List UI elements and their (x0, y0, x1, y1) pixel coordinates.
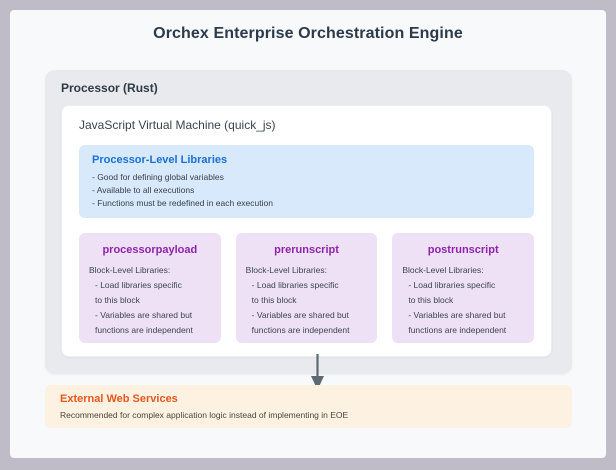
block-note: Block-Level Libraries: (89, 265, 171, 275)
library-note: - Functions must be redefined in each ex… (92, 198, 273, 208)
block-row: processorpayload Block-Level Libraries: … (79, 233, 535, 343)
external-web-services-box: External Web Services Recommended for co… (45, 385, 572, 428)
jsvm-label: JavaScript Virtual Machine (quick_js) (79, 118, 276, 132)
down-arrow-icon (311, 354, 324, 390)
block-processorpayload: processorpayload Block-Level Libraries: … (79, 233, 221, 343)
block-note: Block-Level Libraries: (402, 265, 484, 275)
block-note: functions are independent (408, 325, 507, 335)
block-note: - Load libraries specific (408, 280, 496, 290)
block-note: - Variables are shared but (251, 310, 349, 320)
page-title: Orchex Enterprise Orchestration Engine (153, 25, 463, 42)
external-web-services-title: External Web Services (60, 393, 178, 405)
block-note: functions are independent (251, 325, 350, 335)
processor-box: Processor (Rust) JavaScript Virtual Mach… (45, 70, 572, 374)
block-prerunscript: prerunscript Block-Level Libraries: - Lo… (235, 233, 378, 343)
block-note: Block-Level Libraries: (245, 265, 327, 275)
block-title: postrunscript (427, 244, 499, 256)
processor-level-libraries-box: Processor-Level Libraries - Good for def… (79, 145, 534, 218)
block-note: - Load libraries specific (95, 280, 182, 290)
block-title: prerunscript (274, 244, 339, 256)
block-note: - Variables are shared but (95, 310, 193, 320)
jsvm-box: JavaScript Virtual Machine (quick_js) Pr… (61, 105, 552, 357)
block-note: to this block (95, 295, 140, 305)
library-note: - Good for defining global variables (92, 172, 224, 182)
external-web-services-description: Recommended for complex application logi… (60, 410, 349, 420)
diagram-card: Orchex Enterprise Orchestration Engine P… (10, 10, 606, 458)
library-note: - Available to all executions (92, 185, 195, 195)
block-note: - Variables are shared but (408, 310, 506, 320)
block-note: to this block (251, 295, 297, 305)
block-note: functions are independent (95, 325, 193, 335)
processor-label: Processor (Rust) (61, 81, 158, 95)
block-postrunscript: postrunscript Block-Level Libraries: - L… (392, 233, 535, 343)
block-title: processorpayload (102, 244, 198, 256)
block-note: - Load libraries specific (251, 280, 339, 290)
processor-level-libraries-title: Processor-Level Libraries (92, 154, 228, 166)
block-note: to this block (408, 295, 454, 305)
